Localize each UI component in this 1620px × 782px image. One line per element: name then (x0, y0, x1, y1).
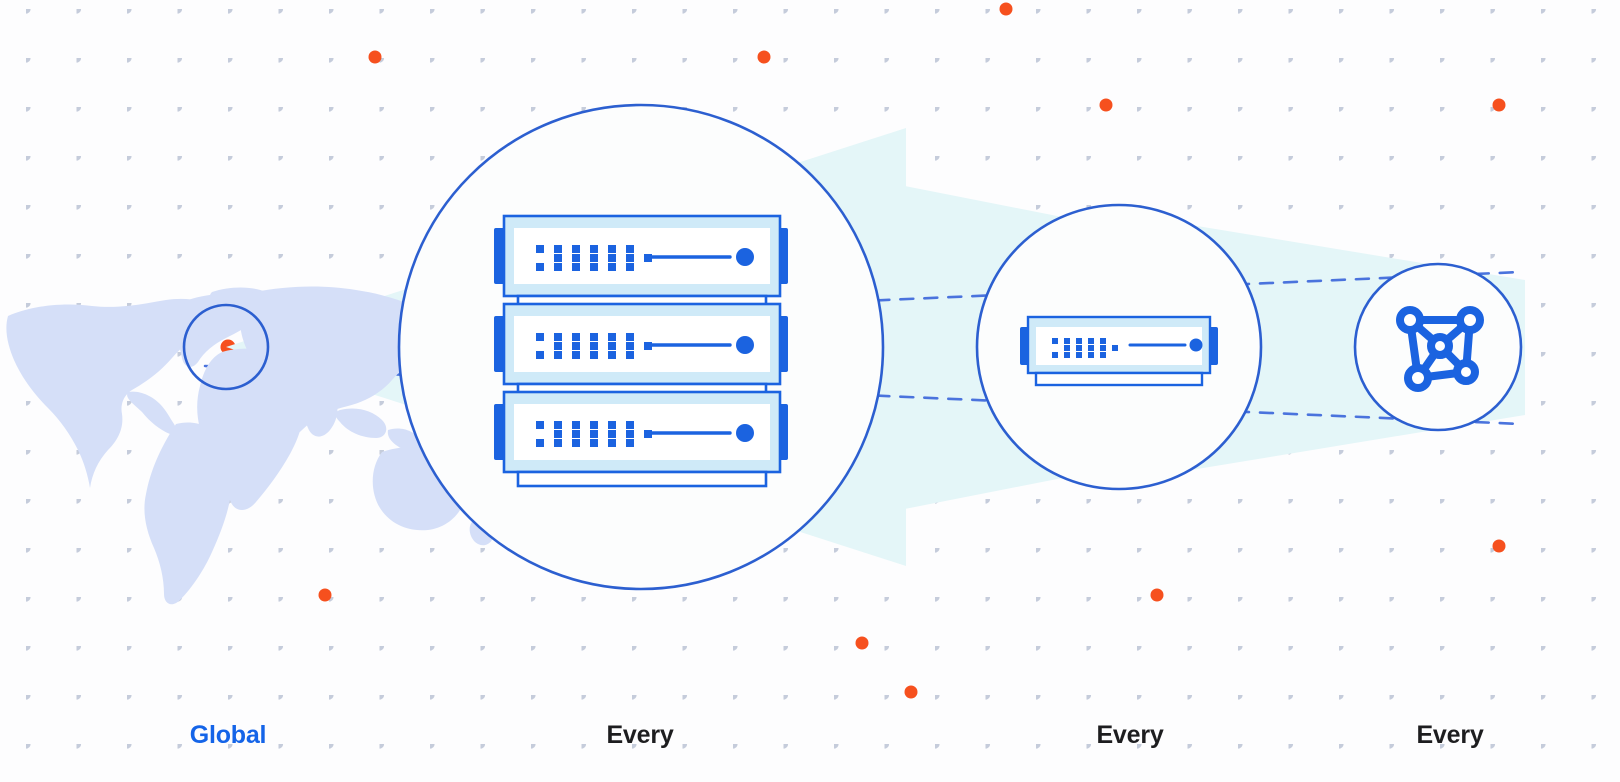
highlight-dot (855, 636, 869, 650)
highlight-dot (1099, 98, 1113, 112)
stage-label-every-data-center: Every data center (520, 668, 760, 782)
vent-dot-grid (536, 245, 652, 271)
service-mesh-icon (1396, 306, 1484, 392)
highlight-dot (1150, 588, 1164, 602)
server-rack-icon (494, 214, 788, 488)
single-server-icon (1020, 315, 1218, 387)
mesh-node-bottom-right (1453, 359, 1479, 385)
rack-unit-face (514, 404, 770, 460)
status-dot (1189, 338, 1203, 352)
mesh-node-center (1427, 333, 1453, 359)
status-dot (736, 336, 754, 354)
rack-unit-3 (494, 390, 788, 488)
status-dot (736, 248, 754, 266)
rack-unit-base (516, 470, 768, 488)
vent-dot-grid (1052, 338, 1118, 358)
stage-label-line1: Every (606, 721, 674, 749)
stage-label-every-service: Every service (1350, 668, 1550, 782)
stage-label-every-server: Every server (1030, 668, 1230, 782)
rack-unit-2 (494, 302, 788, 400)
status-dot (736, 424, 754, 442)
stage-label-line1: Every (1096, 721, 1164, 749)
world-map-icon (6, 286, 494, 605)
rack-unit-face (514, 228, 770, 284)
server-base (1034, 371, 1204, 387)
highlight-dot (368, 50, 382, 64)
rack-unit-face (514, 316, 770, 372)
vent-dot-grid (536, 333, 652, 359)
highlight-dot (904, 685, 918, 699)
highlight-dot (1492, 539, 1506, 553)
rack-unit-1 (494, 214, 788, 312)
mesh-node-bottom-left (1404, 364, 1432, 392)
highlight-dot (999, 2, 1013, 16)
stage-label-global-network: Global network (128, 668, 328, 782)
highlight-dot (1492, 98, 1506, 112)
highlight-dot (318, 588, 332, 602)
highlight-dot (757, 50, 771, 64)
map-magnifier-circle (182, 303, 270, 391)
highlight-dot-group (220, 2, 1506, 699)
vent-dot-grid (536, 421, 652, 447)
stage-label-line1: Every (1416, 721, 1484, 749)
mesh-node-top-right (1456, 306, 1484, 334)
mesh-node-top-left (1396, 306, 1424, 334)
stage-label-line1: Global (189, 721, 267, 749)
